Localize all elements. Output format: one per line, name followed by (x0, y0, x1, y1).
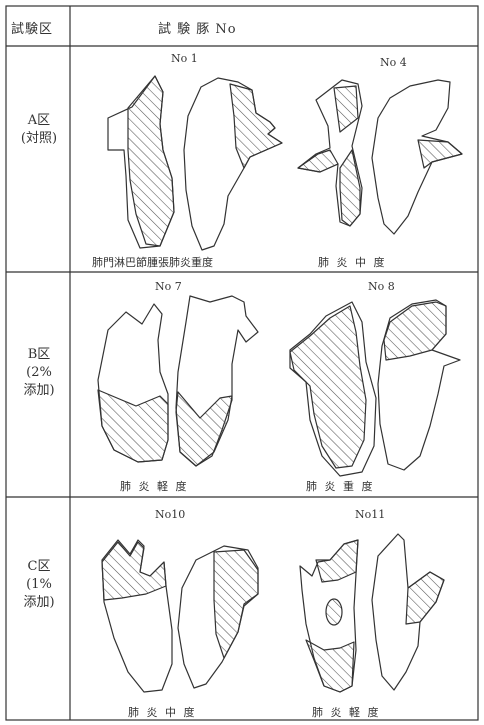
group-b-name: B区 (12, 346, 66, 364)
lung-c-no10 (102, 540, 258, 692)
lung-c-no10-right-lesion (214, 550, 258, 658)
pig-no4-finding: 肺 炎 中 度 (318, 254, 387, 270)
pig-no1-number: No 1 (171, 52, 198, 65)
pig-no11-number: No11 (355, 508, 385, 521)
header-pig-column: 試 験 豚 No (158, 18, 237, 37)
lung-b-no8 (290, 300, 460, 476)
lung-a-no1 (108, 76, 282, 250)
group-a-label: A区 (対照) (12, 112, 66, 148)
lung-a-no4 (298, 80, 462, 234)
group-c-name: C区 (12, 558, 66, 576)
group-c-note-2: 添加) (12, 594, 66, 612)
header-group-column: 試験区 (11, 18, 53, 37)
group-a-name: A区 (12, 112, 66, 130)
lung-c-no11-lesion-spot (326, 599, 342, 625)
lung-c-no11 (300, 534, 444, 692)
pig-no8-finding: 肺 炎 重 度 (306, 478, 375, 494)
group-b-note-1: (2% (12, 364, 66, 382)
pig-no1-finding: 肺門淋巴節腫張肺炎重度 (92, 254, 213, 270)
lung-c-no11-right-lesion (406, 572, 444, 624)
pig-no10-finding: 肺 炎 中 度 (128, 704, 197, 720)
lung-b-no8-left-lesion (290, 306, 366, 468)
group-c-label: C区 (1% 添加) (12, 558, 66, 612)
pig-no4-number: No 4 (380, 56, 407, 69)
group-b-note-2: 添加) (12, 382, 66, 400)
pig-no7-finding: 肺 炎 軽 度 (120, 478, 189, 494)
lung-b-no7 (98, 296, 258, 466)
pig-no10-number: No10 (155, 508, 185, 521)
pig-no11-finding: 肺 炎 軽 度 (312, 704, 381, 720)
pig-no8-number: No 8 (368, 280, 395, 293)
group-b-label: B区 (2% 添加) (12, 346, 66, 400)
group-c-note-1: (1% (12, 576, 66, 594)
pig-no7-number: No 7 (155, 280, 182, 293)
lung-a-no4-right-lesion (418, 140, 462, 168)
group-a-note: (対照) (12, 130, 66, 148)
